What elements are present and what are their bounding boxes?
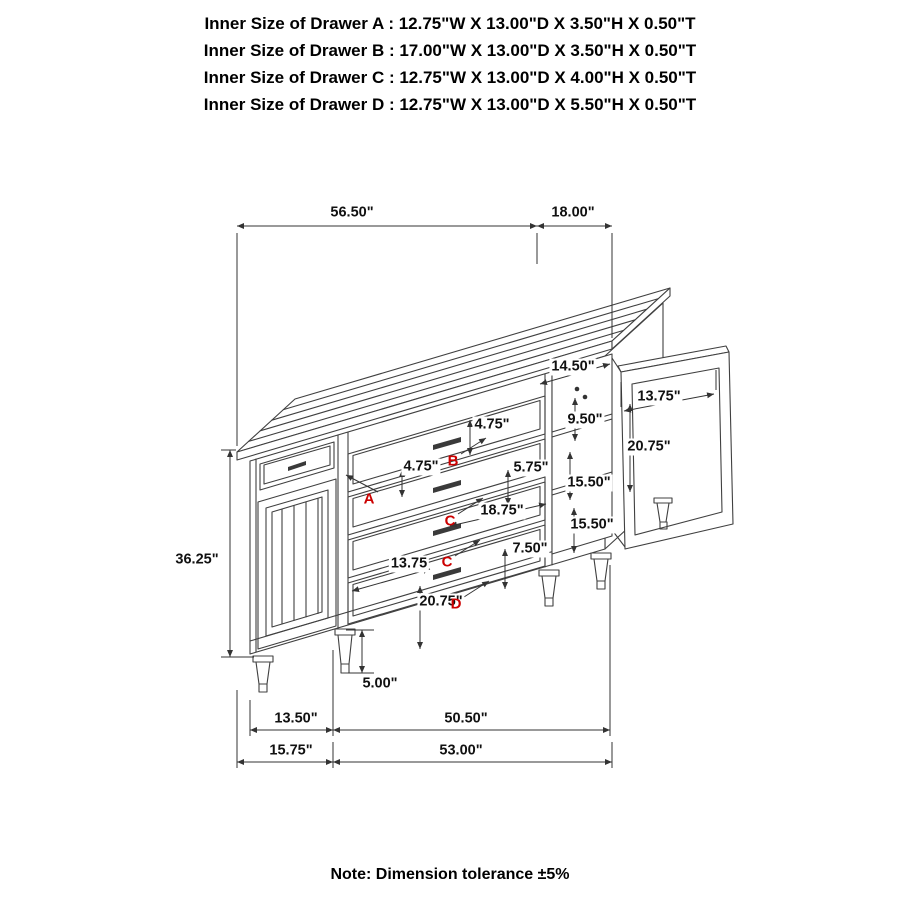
drawer-letter-d: D xyxy=(450,595,462,613)
drawer-b-size-line: Inner Size of Drawer B : 17.00"W X 13.00… xyxy=(203,41,697,60)
dim-drawer-b-height: 4.75" xyxy=(472,416,512,434)
dim-drawer-c-height: 5.75" xyxy=(511,459,551,477)
dim-shelf-gap-top: 9.50" xyxy=(565,411,605,429)
dim-center-section-width: 50.50" xyxy=(442,710,490,728)
dim-drawer-a-height: 4.75" xyxy=(401,458,441,476)
dim-shelf-spacing-lower: 15.50" xyxy=(568,516,616,534)
dim-total-height: 36.25" xyxy=(173,551,221,569)
hinge-dot xyxy=(582,394,588,400)
drawer-size-header: Inner Size of Drawer A : 12.75"W X 13.00… xyxy=(0,10,900,118)
drawer-a-size-line: Inner Size of Drawer A : 12.75"W X 13.00… xyxy=(204,14,696,33)
dim-right-opening-width: 14.50" xyxy=(549,358,597,376)
dim-left-section-width: 13.50" xyxy=(272,710,320,728)
dim-top-depth: 18.00" xyxy=(549,204,597,222)
dim-left-door-height: 20.75" xyxy=(417,593,465,611)
drawer-letter-a: A xyxy=(363,490,375,508)
dim-right-door-width: 13.75" xyxy=(635,388,683,406)
feet xyxy=(252,497,673,693)
hinge-dot xyxy=(574,386,580,392)
dim-top-width: 56.50" xyxy=(328,204,376,222)
drawer-letter-arrows xyxy=(345,437,490,598)
dim-body-width: 53.00" xyxy=(437,742,485,760)
dim-drawer-d-height: 7.50" xyxy=(510,540,550,558)
drawer-a-front xyxy=(259,441,335,491)
dim-left-door-width: 13.75 xyxy=(388,555,430,573)
left-door xyxy=(257,478,337,650)
dim-leg-height: 5.00" xyxy=(360,675,400,693)
dim-drawer-width: 18.75" xyxy=(478,502,526,520)
dim-left-end-width: 15.75" xyxy=(267,742,315,760)
drawer-letter-c-upper: C xyxy=(444,512,456,530)
cabinet-top xyxy=(236,287,671,461)
drawer-letter-b: B xyxy=(447,452,459,470)
drawer-d-size-line: Inner Size of Drawer D : 12.75"W X 13.00… xyxy=(203,95,697,114)
dim-shelf-spacing-upper: 15.50" xyxy=(565,474,613,492)
drawer-c-size-line: Inner Size of Drawer C : 12.75"W X 13.00… xyxy=(203,68,697,87)
tolerance-note: Note: Dimension tolerance ±5% xyxy=(330,866,570,883)
drawer-letter-c-lower: C xyxy=(441,553,453,571)
dim-right-opening-height: 20.75" xyxy=(625,438,673,456)
